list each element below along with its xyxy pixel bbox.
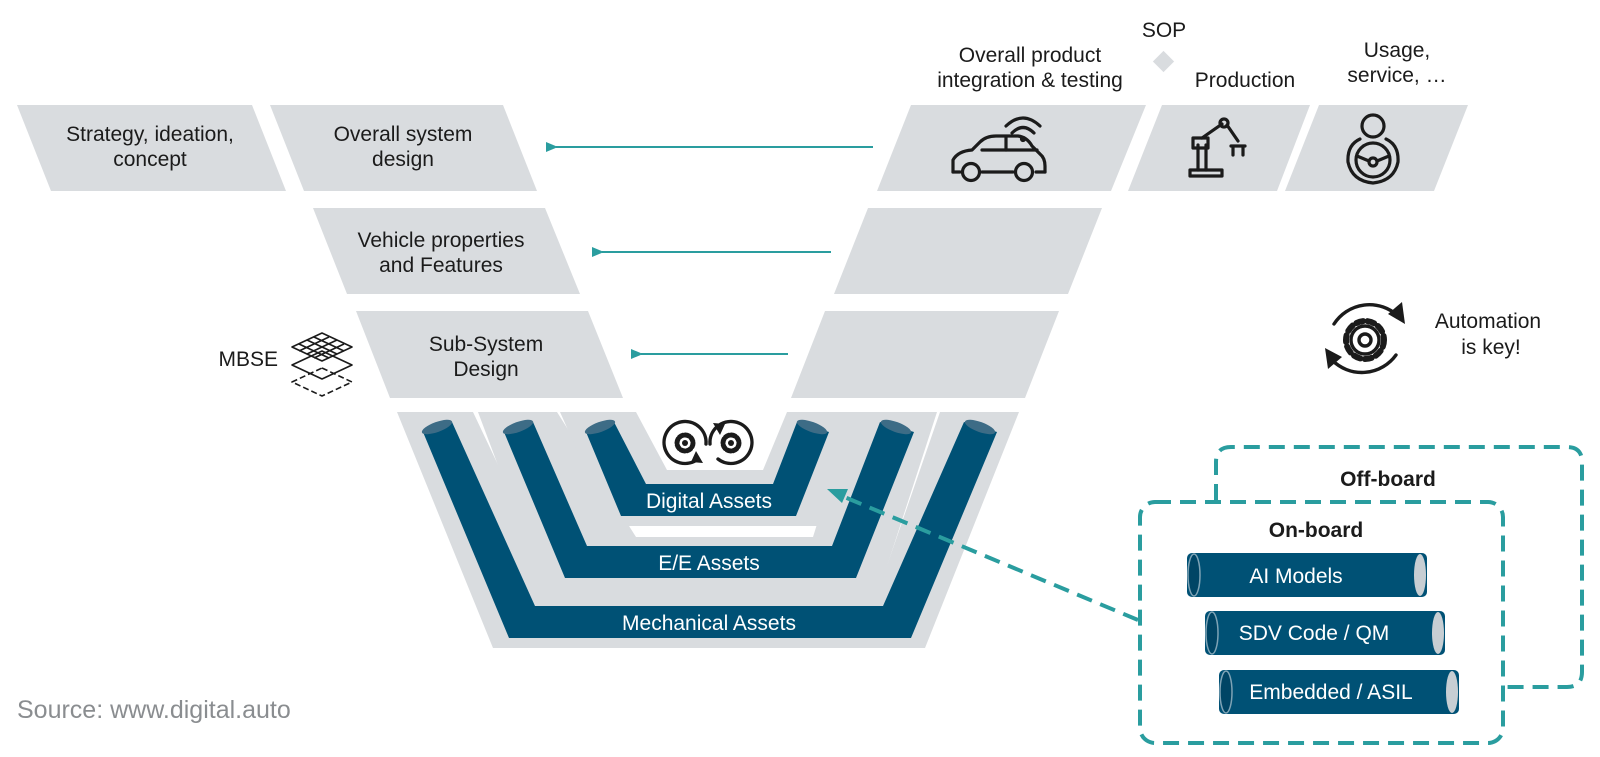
strategy-label-1: Strategy, ideation, — [66, 123, 234, 146]
mechanical-trough-bg — [397, 412, 1019, 648]
ai-models-pipe — [1187, 553, 1427, 597]
production-label: Production — [1195, 69, 1295, 92]
system-design-label-1: Overall system — [334, 123, 473, 146]
ai-models-label: AI Models — [1249, 565, 1342, 588]
digital-assets-pipe — [584, 419, 829, 516]
sdv-code-label: SDV Code / QM — [1239, 622, 1390, 645]
onboard-connector — [841, 494, 1139, 622]
usage-label-1: Usage, — [1364, 39, 1431, 62]
onboard-title: On-board — [1269, 519, 1364, 542]
automation-label-1: Automation — [1435, 310, 1541, 333]
subsystem-label-1: Sub-System — [429, 333, 543, 356]
subsystem-test-panel — [791, 311, 1059, 398]
ee-trough-bg — [478, 412, 937, 588]
offboard-box — [1214, 445, 1584, 689]
sdv-code-pipe — [1205, 611, 1445, 655]
gear-cycle-icon — [1325, 302, 1405, 375]
gears-cycle-icon — [662, 419, 754, 466]
connected-car-icon — [951, 116, 1047, 183]
layers-grid-icon — [291, 332, 353, 397]
system-design-panel — [270, 105, 537, 191]
production-panel — [1128, 105, 1310, 191]
strategy-panel — [17, 105, 286, 191]
subsystem-panel — [356, 311, 623, 398]
ee-assets-pipe — [502, 419, 914, 578]
vehicle-properties-label-1: Vehicle properties — [358, 229, 525, 252]
embedded-asil-pipe — [1219, 670, 1459, 714]
ee-assets-label: E/E Assets — [658, 552, 760, 575]
diamond-milestone-icon — [1152, 50, 1175, 73]
vehicle-test-panel — [834, 208, 1102, 294]
offboard-title: Off-board — [1340, 468, 1436, 491]
integration-panel — [877, 105, 1146, 191]
sop-label: SOP — [1142, 19, 1186, 42]
strategy-label-2: concept — [113, 148, 187, 171]
integration-label-2: integration & testing — [937, 69, 1123, 92]
source-caption: Source: www.digital.auto — [17, 696, 291, 724]
connector-arrowhead — [827, 489, 848, 503]
robot-arm-icon — [1188, 117, 1247, 178]
system-design-label-2: design — [372, 148, 434, 171]
mbse-label: MBSE — [218, 348, 278, 371]
mechanical-assets-label: Mechanical Assets — [622, 612, 796, 635]
automation-label-2: is key! — [1461, 336, 1521, 359]
vehicle-properties-label-2: and Features — [379, 254, 503, 277]
embedded-asil-label: Embedded / ASIL — [1249, 681, 1412, 704]
usage-label-2: service, … — [1347, 64, 1446, 87]
vehicle-properties-panel — [313, 208, 580, 294]
subsystem-label-2: Design — [453, 358, 518, 381]
integration-label-1: Overall product — [959, 44, 1102, 67]
digital-assets-label: Digital Assets — [646, 490, 772, 513]
usage-panel — [1285, 105, 1468, 191]
driver-icon — [1346, 113, 1400, 185]
mechanical-assets-pipe — [421, 419, 997, 638]
